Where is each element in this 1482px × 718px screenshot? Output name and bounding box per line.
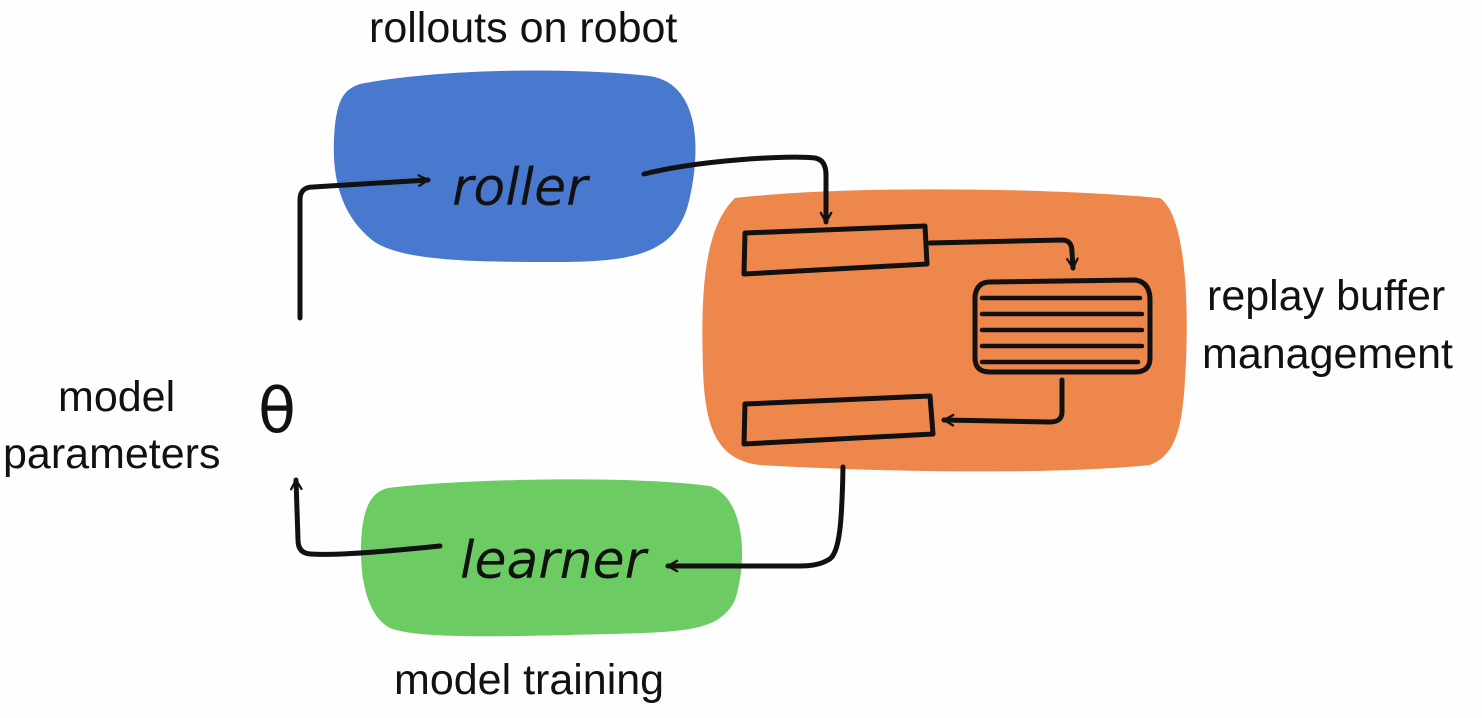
learner-label: learner	[460, 531, 650, 591]
model-label-line2: parameters	[3, 430, 221, 478]
buffer-storage	[972, 277, 1153, 375]
arrow-buffer-to-learner	[665, 464, 846, 573]
roller-label: roller	[452, 158, 591, 218]
rollouts-label: rollouts on robot	[369, 4, 678, 52]
replay-label-line2: management	[1202, 330, 1453, 378]
buffer-output-box	[741, 393, 936, 447]
arrow-box-to-buffer	[927, 237, 1079, 271]
learner-blob	[360, 479, 743, 637]
arrow-buffer-to-box	[941, 377, 1065, 427]
training-label: model training	[394, 656, 665, 704]
buffer-storage-lines	[979, 295, 1145, 365]
replay-label-line1: replay buffer	[1207, 272, 1446, 320]
theta-symbol: θ	[258, 374, 296, 447]
roller-blob	[333, 70, 696, 263]
arrow-roller-to-buffer	[641, 154, 833, 225]
model-label-line1: model	[58, 373, 176, 421]
arrow-theta-to-roller	[297, 174, 431, 321]
arrow-learner-to-theta	[289, 477, 443, 557]
buffer-input-box	[741, 223, 930, 277]
